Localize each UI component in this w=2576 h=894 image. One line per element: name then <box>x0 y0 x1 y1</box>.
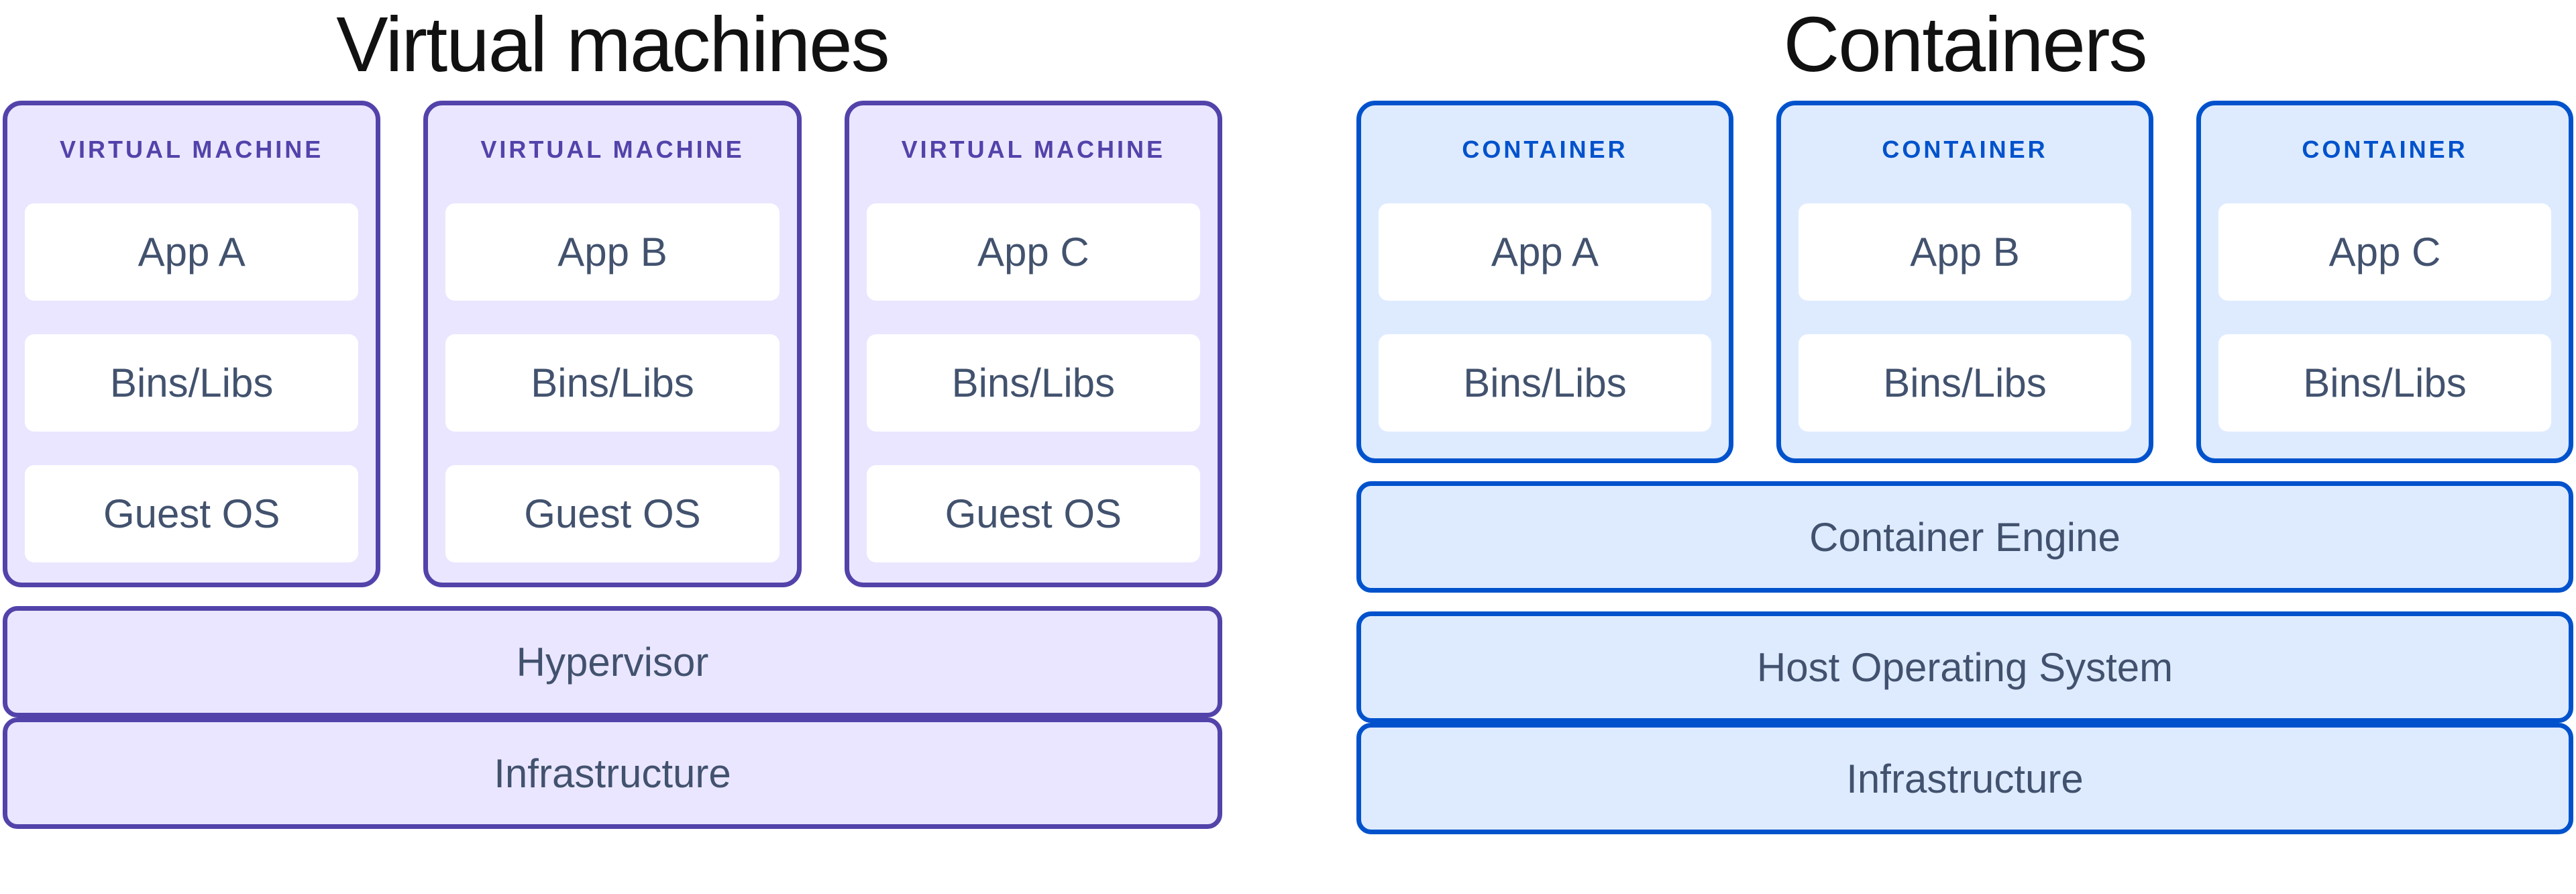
container-bins-libs-box: Bins/Libs <box>1379 334 1711 432</box>
vm-infrastructure-bar: Infrastructure <box>3 717 1222 829</box>
containers-title: Containers <box>1783 1 2148 88</box>
vm-app-box: App A <box>25 203 359 301</box>
vm-card-header: VIRTUAL MACHINE <box>901 136 1165 163</box>
vm-guest-os-box: Guest OS <box>445 465 780 562</box>
container-cards-row: CONTAINER App A Bins/Libs CONTAINER App … <box>1356 101 2573 463</box>
vm-cards-row: VIRTUAL MACHINE App A Bins/Libs Guest OS… <box>3 101 1222 587</box>
container-card-1: CONTAINER App A Bins/Libs <box>1356 101 1733 463</box>
container-bins-libs-box: Bins/Libs <box>2218 334 2551 432</box>
vm-card-header: VIRTUAL MACHINE <box>59 136 324 163</box>
vm-bins-libs-box: Bins/Libs <box>445 334 780 432</box>
containers-infrastructure-bar: Infrastructure <box>1356 723 2573 834</box>
container-engine-bar: Container Engine <box>1356 481 2573 593</box>
virtual-machine-card-3: VIRTUAL MACHINE App C Bins/Libs Guest OS <box>844 101 1222 587</box>
virtual-machines-title: Virtual machines <box>336 1 890 88</box>
vm-app-box: App C <box>866 203 1200 301</box>
container-card-3: CONTAINER App C Bins/Libs <box>2196 101 2573 463</box>
vm-app-box: App B <box>445 203 780 301</box>
vm-card-header: VIRTUAL MACHINE <box>480 136 745 163</box>
vm-guest-os-box: Guest OS <box>866 465 1200 562</box>
container-card-header: CONTAINER <box>1882 136 2048 163</box>
virtual-machines-panel: Virtual machines VIRTUAL MACHINE App A B… <box>3 0 1222 894</box>
vm-bins-libs-box: Bins/Libs <box>25 334 359 432</box>
host-operating-system-bar: Host Operating System <box>1356 611 2573 723</box>
container-card-header: CONTAINER <box>1462 136 1628 163</box>
vm-guest-os-box: Guest OS <box>25 465 359 562</box>
container-card-2: CONTAINER App B Bins/Libs <box>1776 101 2153 463</box>
container-card-header: CONTAINER <box>2302 136 2468 163</box>
vm-bins-libs-box: Bins/Libs <box>866 334 1200 432</box>
container-app-box: App B <box>1799 203 2131 301</box>
virtual-machine-card-1: VIRTUAL MACHINE App A Bins/Libs Guest OS <box>3 101 381 587</box>
container-app-box: App A <box>1379 203 1711 301</box>
hypervisor-bar: Hypervisor <box>3 606 1222 717</box>
containers-panel: Containers CONTAINER App A Bins/Libs CON… <box>1356 0 2573 894</box>
virtual-machine-card-2: VIRTUAL MACHINE App B Bins/Libs Guest OS <box>423 101 802 587</box>
container-bins-libs-box: Bins/Libs <box>1799 334 2131 432</box>
container-app-box: App C <box>2218 203 2551 301</box>
